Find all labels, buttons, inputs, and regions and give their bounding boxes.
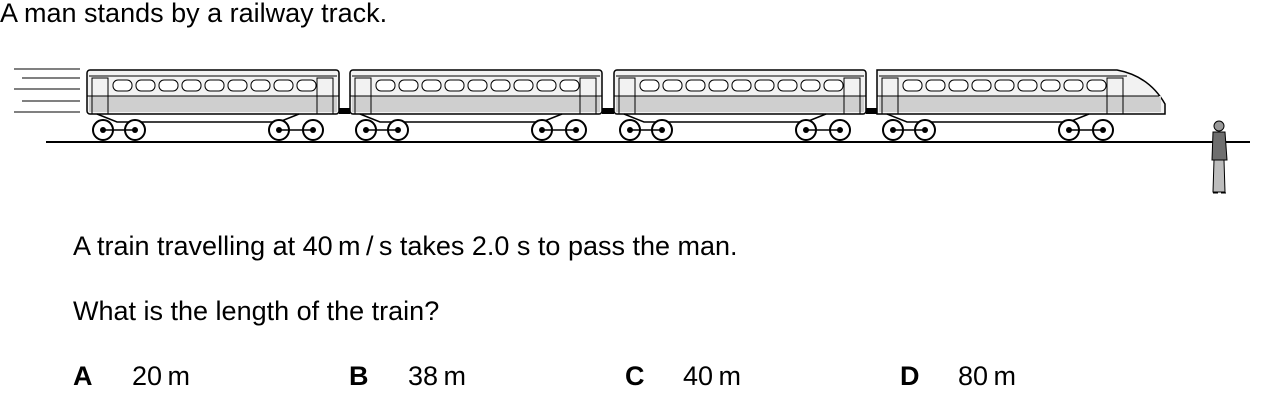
- window: [490, 79, 511, 92]
- window: [250, 79, 271, 92]
- window: [823, 79, 844, 92]
- door: [881, 77, 899, 115]
- window: [639, 79, 660, 92]
- window: [662, 79, 683, 92]
- carriage-stripe: [616, 96, 864, 112]
- window: [902, 79, 923, 92]
- window: [467, 79, 488, 92]
- window: [444, 79, 465, 92]
- window: [971, 79, 992, 92]
- option-value-c[interactable]: 40 m: [683, 361, 741, 391]
- door: [579, 77, 597, 115]
- train-carriage: [86, 69, 350, 141]
- option-letter-a[interactable]: A: [73, 361, 93, 391]
- speed-lines: [14, 68, 80, 113]
- window: [994, 79, 1015, 92]
- window: [296, 79, 317, 92]
- train-carriage: [613, 69, 877, 141]
- window: [1086, 79, 1107, 92]
- window: [800, 79, 821, 92]
- window: [204, 79, 225, 92]
- prompt-text: What is the length of the train?: [73, 296, 440, 326]
- window: [536, 79, 557, 92]
- door: [354, 77, 372, 115]
- window: [708, 79, 729, 92]
- door: [1106, 77, 1124, 115]
- door: [843, 77, 861, 115]
- door: [91, 77, 109, 115]
- man-figure: [1211, 120, 1228, 194]
- window: [731, 79, 752, 92]
- window: [777, 79, 798, 92]
- window: [559, 79, 580, 92]
- coupler: [602, 108, 614, 114]
- option-letter-d[interactable]: D: [900, 361, 920, 391]
- window: [925, 79, 946, 92]
- train-diagram: [14, 68, 1250, 194]
- window: [754, 79, 775, 92]
- train-carriage: [876, 69, 1166, 141]
- intro-text: A man stands by a railway track.: [0, 0, 388, 28]
- window: [1063, 79, 1084, 92]
- coupler: [339, 108, 350, 114]
- option-value-d[interactable]: 80 m: [958, 361, 1016, 391]
- door: [316, 77, 334, 115]
- window: [375, 79, 396, 92]
- option-letter-c[interactable]: C: [625, 361, 645, 391]
- coupler: [866, 108, 877, 114]
- window: [1017, 79, 1038, 92]
- option-value-b[interactable]: 38 m: [408, 361, 466, 391]
- option-value-a[interactable]: 20 m: [132, 361, 190, 391]
- window: [273, 79, 294, 92]
- window: [421, 79, 442, 92]
- train-carriage: [349, 69, 614, 141]
- window: [227, 79, 248, 92]
- carriage-stripe: [89, 96, 337, 112]
- window: [685, 79, 706, 92]
- window: [112, 79, 133, 92]
- window: [398, 79, 419, 92]
- window: [1040, 79, 1061, 92]
- window: [158, 79, 179, 92]
- window: [948, 79, 969, 92]
- train: [86, 69, 1166, 141]
- option-letter-b[interactable]: B: [349, 361, 369, 391]
- window: [513, 79, 534, 92]
- window: [135, 79, 156, 92]
- carriage-stripe: [352, 96, 600, 112]
- carriage-stripe: [879, 96, 1161, 112]
- window: [181, 79, 202, 92]
- statement-text: A train travelling at 40 m / s takes 2.0…: [73, 231, 738, 261]
- door: [618, 77, 636, 115]
